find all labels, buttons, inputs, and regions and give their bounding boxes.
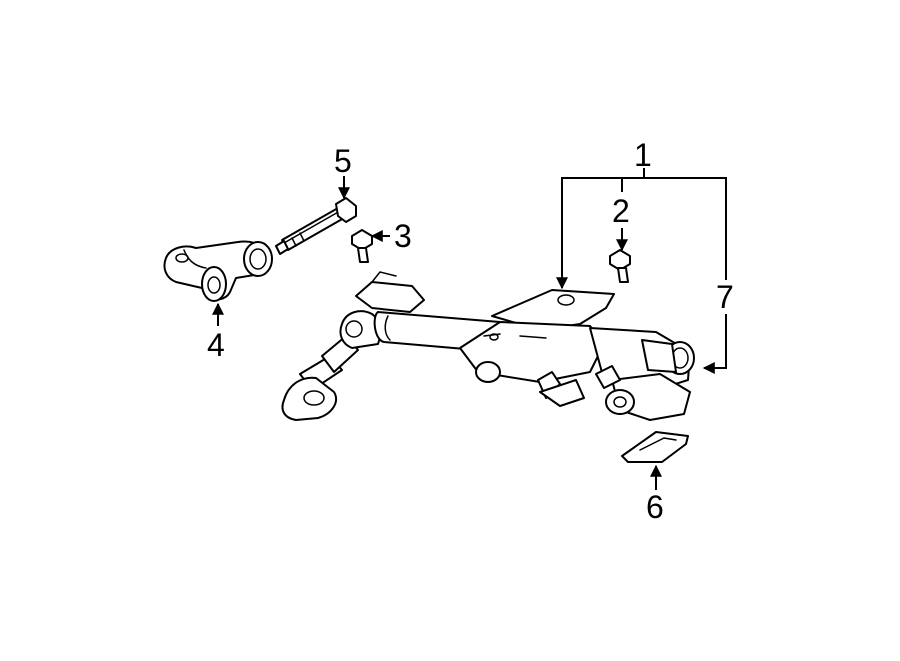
callout-2: 2 [612, 193, 630, 229]
callout-labels: 1 2 3 4 5 6 7 [207, 137, 734, 525]
callout-1: 1 [634, 137, 652, 173]
callout-5: 5 [334, 143, 352, 179]
callout-4: 4 [207, 327, 225, 363]
leader-lines [212, 168, 727, 490]
mounting-bracket-part [163, 240, 273, 302]
small-screw-part [609, 249, 631, 283]
small-bolt-part [351, 229, 373, 263]
callout-6: 6 [646, 489, 664, 525]
steering-column-part [281, 271, 695, 421]
callout-7: 7 [716, 279, 734, 315]
cover-plate-part [621, 431, 689, 463]
long-bolt-part [275, 197, 357, 255]
callout-3: 3 [394, 218, 412, 254]
